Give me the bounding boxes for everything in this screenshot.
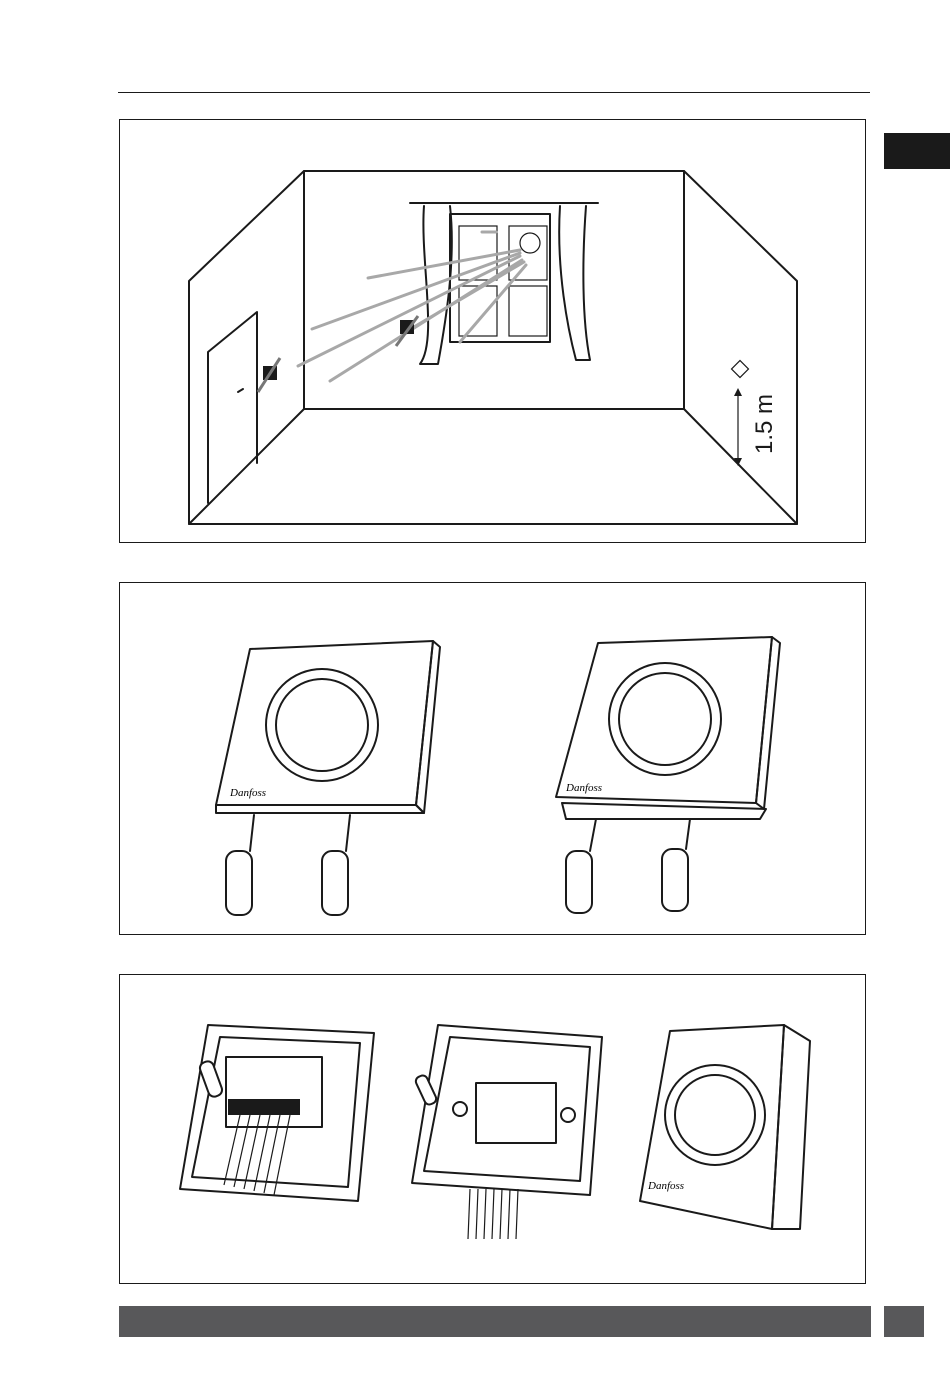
figure-mounting: Danfoss xyxy=(119,974,866,1284)
brand-logo-right: Danfoss xyxy=(565,782,602,794)
window-pane-bl xyxy=(459,286,497,336)
header-rule xyxy=(118,92,870,93)
wrong-position-door xyxy=(258,358,280,392)
back-wall xyxy=(304,171,684,409)
left-wall xyxy=(189,171,304,524)
wrong-position-window xyxy=(396,316,418,346)
page-number-box xyxy=(884,1306,924,1337)
mounting-illustration: Danfoss xyxy=(120,975,867,1285)
thermostat-attached: Danfoss xyxy=(640,1025,810,1229)
wall-thermostat-icon xyxy=(732,361,749,378)
window-frame xyxy=(450,214,550,342)
screwdriver-icon xyxy=(414,1074,438,1106)
backplate-mounted xyxy=(412,1025,602,1239)
footer-bar xyxy=(119,1306,871,1337)
curtain-right xyxy=(559,206,590,360)
sun-icon xyxy=(520,233,540,253)
screwdriver-icon xyxy=(226,851,252,915)
brand-logo: Danfoss xyxy=(647,1180,684,1192)
right-wall xyxy=(684,171,797,524)
height-label: 1.5 m xyxy=(751,394,778,454)
brand-logo-left: Danfoss xyxy=(229,787,266,799)
screwdriver-icon xyxy=(566,851,592,913)
screwdriver-icon xyxy=(662,849,688,911)
backplate-wired xyxy=(180,1025,374,1201)
door xyxy=(208,312,257,503)
figure-room-placement: 1.5 m xyxy=(119,119,866,543)
thermostat-opening: Danfoss xyxy=(556,637,780,913)
thermostat-closed: Danfoss xyxy=(216,641,440,915)
figure-remove-cover: Danfoss Danfoss xyxy=(119,582,866,935)
language-tab xyxy=(884,133,950,169)
window-pane-br xyxy=(509,286,547,336)
screwdriver-icon xyxy=(198,1060,223,1099)
door-handle xyxy=(238,389,243,392)
remove-cover-illustration: Danfoss Danfoss xyxy=(120,583,867,936)
screwdriver-icon xyxy=(322,851,348,915)
room-illustration: 1.5 m xyxy=(120,120,867,544)
